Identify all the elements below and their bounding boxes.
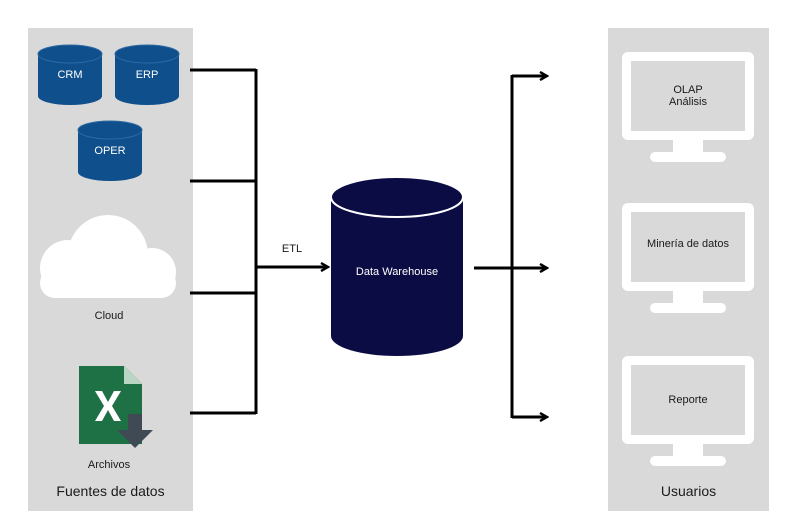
archivos-label: Archivos bbox=[87, 459, 131, 471]
cloud-icon bbox=[40, 215, 176, 298]
olap-label: OLAP Análisis bbox=[628, 84, 748, 108]
source-connectors bbox=[190, 68, 258, 415]
cloud-label: Cloud bbox=[94, 310, 124, 322]
crm-database-icon bbox=[37, 44, 103, 105]
monitor-reporte-icon bbox=[622, 356, 754, 466]
warehouse-label: Data Warehouse bbox=[355, 266, 439, 278]
sources-title: Fuentes de datos bbox=[56, 483, 165, 499]
oper-label: OPER bbox=[94, 145, 126, 157]
etl-label: ETL bbox=[281, 243, 303, 255]
erp-database-icon bbox=[114, 44, 180, 105]
excel-file-icon bbox=[79, 366, 153, 448]
monitor-mineria-icon bbox=[622, 203, 754, 313]
reporte-label: Reporte bbox=[668, 394, 708, 406]
olap-label-line2: Análisis bbox=[669, 96, 707, 108]
mineria-label: Minería de datos bbox=[647, 238, 729, 250]
olap-label-line1: OLAP bbox=[673, 84, 703, 96]
crm-label: CRM bbox=[57, 69, 83, 81]
users-title: Usuarios bbox=[660, 483, 717, 499]
data-warehouse-icon bbox=[330, 176, 464, 356]
erp-label: ERP bbox=[135, 69, 159, 81]
output-connectors bbox=[474, 75, 514, 418]
oper-database-icon bbox=[77, 120, 143, 181]
monitor-olap-icon bbox=[622, 52, 754, 162]
